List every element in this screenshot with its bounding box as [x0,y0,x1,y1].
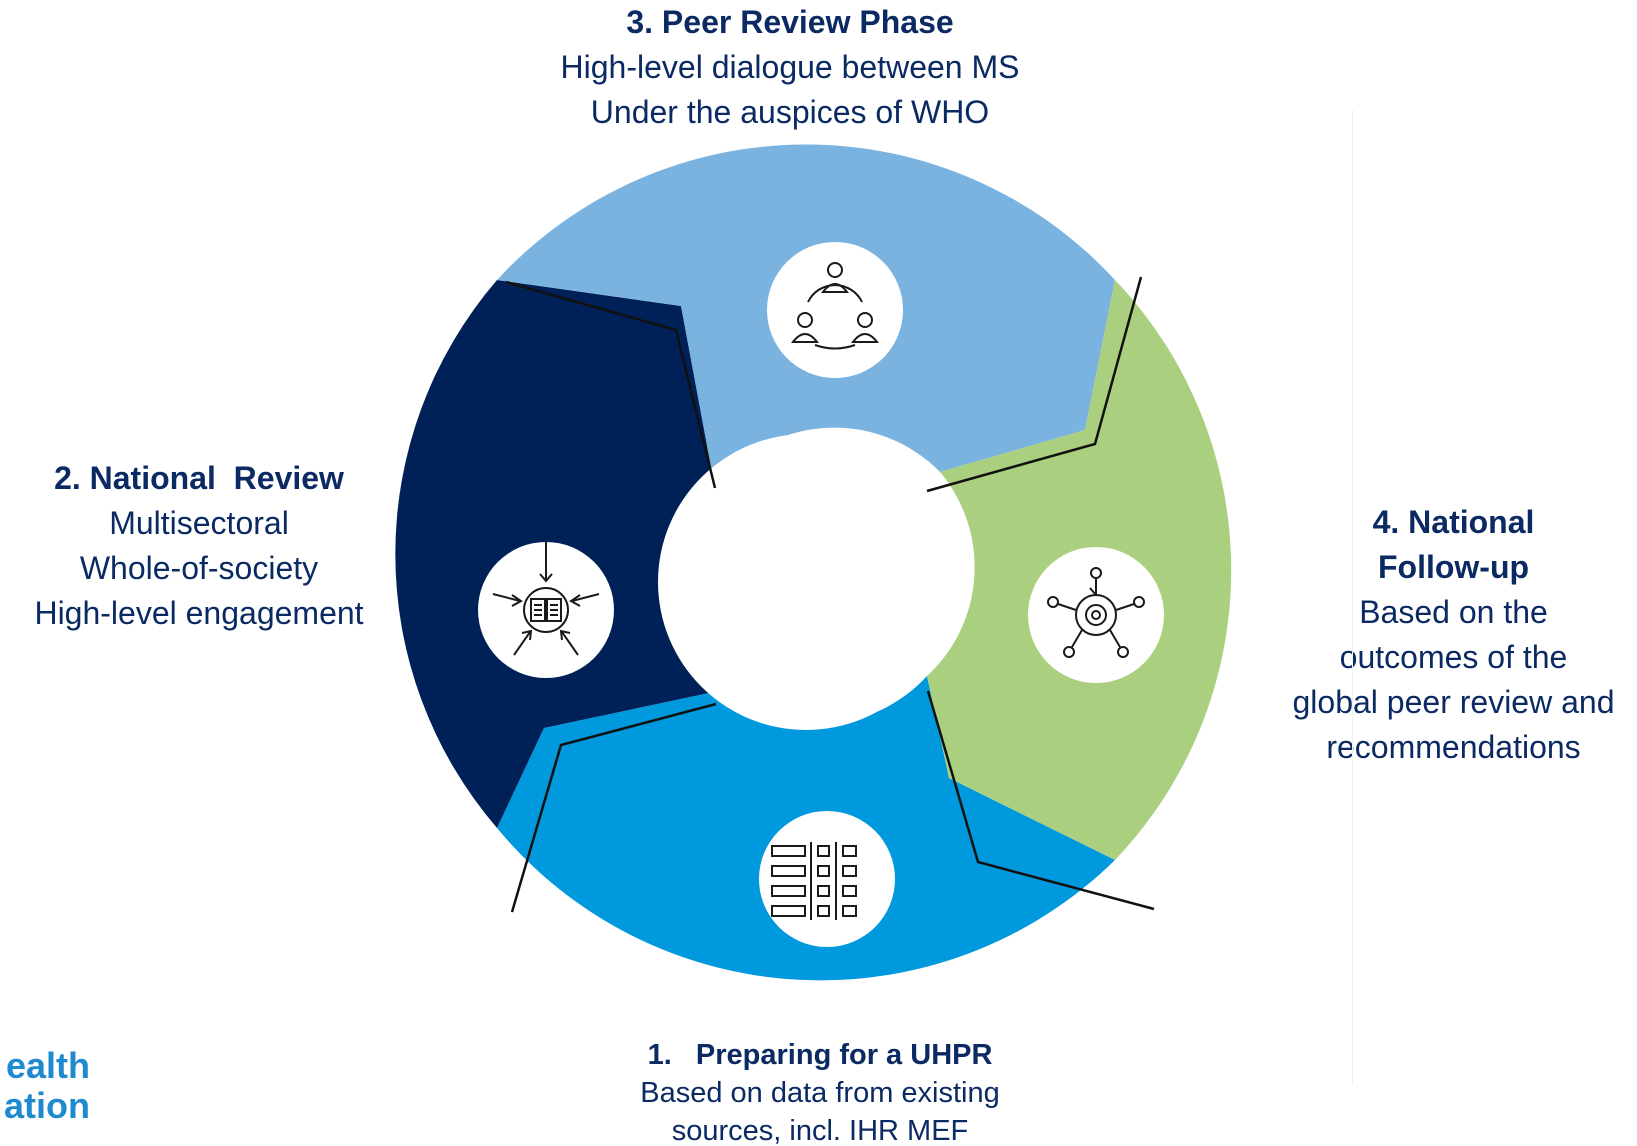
phase-4-line-3: global peer review and [1292,684,1615,720]
phase-1-line-1: Based on data from existing [640,1077,1000,1109]
cropped-brand-text: ealth ation [0,1046,90,1126]
phase-3-line-2: Under the auspices of WHO [590,94,990,130]
book-with-arrows-icon [492,542,600,656]
phase-4-title-line-1: 4. National [1372,504,1535,540]
phase-3-title: 3. Peer Review Phase [626,4,954,40]
phase-2-line-2: Whole-of-society [79,550,319,586]
phase-1-title: 1. Preparing for a UHPR [647,1039,993,1071]
segment-separators [505,276,1155,913]
phase-1-line-2: sources, incl. IHR MEF [671,1115,969,1146]
separator-3-4 [926,276,1143,493]
phase-4-line-1: Based on the [1359,594,1548,630]
phase-3-line-1: High-level dialogue between MS [560,49,1020,85]
network-hub-icon [1047,567,1145,658]
center-circle [658,434,954,730]
separator-4-1 [926,690,1155,911]
phase-4-label: 4. National Follow-up Based on the outco… [1270,500,1637,770]
phase-2-label: 2. National Review Multisectoral Whole-o… [0,456,398,636]
phase-4-line-4: recommendations [1326,729,1581,765]
people-circle-icon [790,262,880,350]
brand-line-2: ation [4,1085,90,1126]
phase-4-title-line-2: Follow-up [1377,549,1530,585]
separator-2-3 [505,280,717,489]
phase-2-line-1: Multisectoral [109,505,289,541]
faint-divider-line [1352,110,1353,1085]
icon-badge-phase-4 [1028,547,1164,683]
brand-line-1: ealth [5,1046,90,1086]
icon-badge-phase-2 [478,542,614,678]
phase-2-title: 2. National Review [54,460,344,496]
icon-badge-phase-3 [767,242,903,378]
phase-1-label: 1. Preparing for a UHPR Based on data fr… [560,1036,1080,1146]
phase-3-label: 3. Peer Review Phase High-level dialogue… [480,0,1100,135]
separator-1-2 [510,702,717,913]
icon-badge-phase-1 [759,811,895,947]
phase-4-line-2: outcomes of the [1339,639,1568,675]
table-grid-icon [771,842,857,920]
phase-2-line-3: High-level engagement [34,595,364,631]
